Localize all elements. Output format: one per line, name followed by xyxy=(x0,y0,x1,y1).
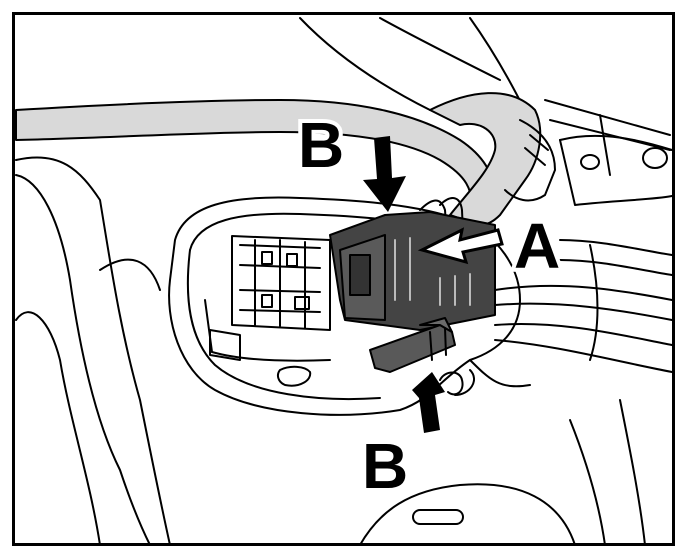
callout-b-bottom: B xyxy=(362,430,408,502)
latch-detail xyxy=(429,327,447,361)
arrow-a xyxy=(417,227,504,265)
panel-holes xyxy=(412,147,668,525)
vehicle-body-panels xyxy=(15,17,673,546)
arrows xyxy=(363,136,504,433)
callout-a: A xyxy=(514,210,560,282)
connector-terminals xyxy=(394,237,471,306)
fuse-block xyxy=(209,235,331,387)
arrow-b-bottom xyxy=(412,372,445,433)
callout-b-top: B xyxy=(298,109,344,181)
arrow-b-top xyxy=(363,136,406,212)
connector-window xyxy=(349,254,371,296)
cable-sleeve xyxy=(504,119,556,202)
wiring-harness xyxy=(454,239,673,396)
connector-latch-tab xyxy=(419,317,453,333)
cable-sleeve-detail xyxy=(524,134,549,166)
wire-clip xyxy=(439,371,464,396)
